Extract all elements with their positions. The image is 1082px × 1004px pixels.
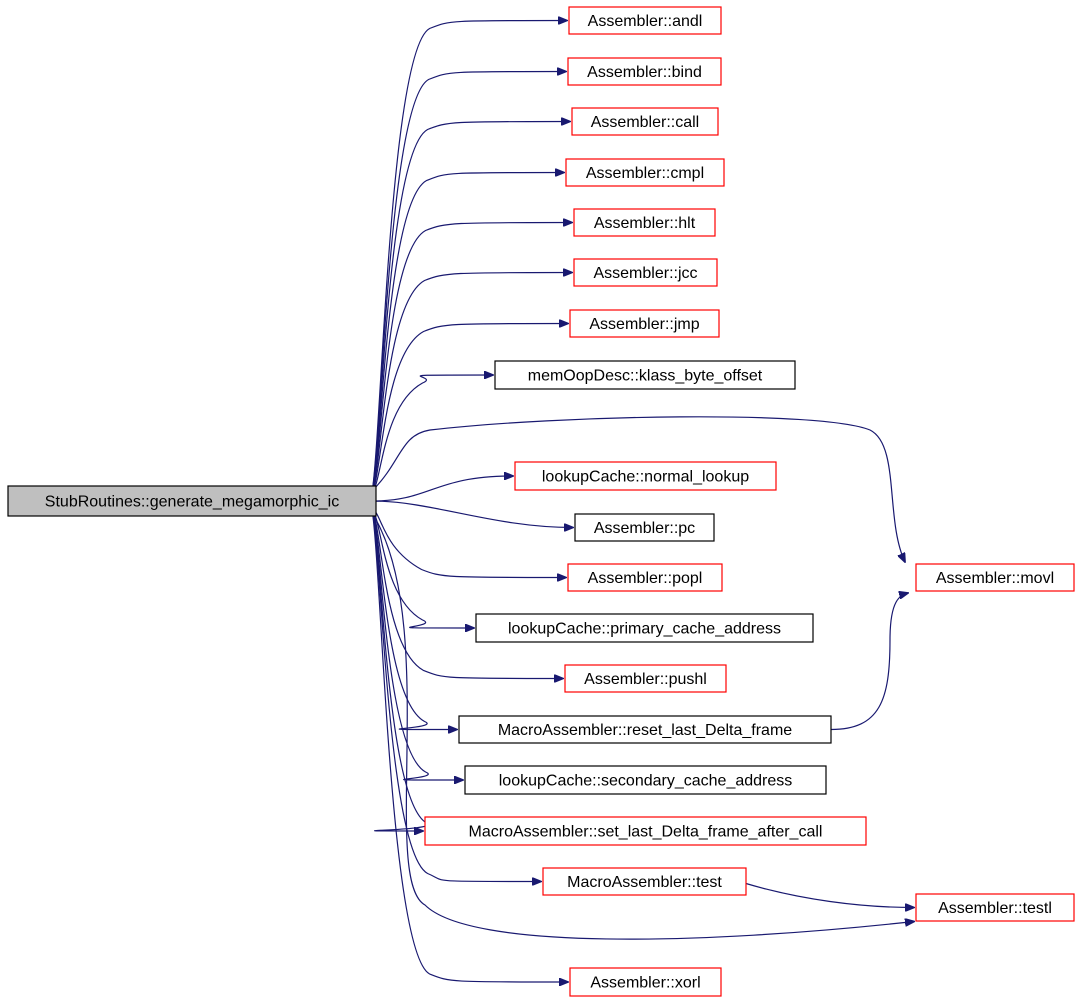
node-box bbox=[464, 765, 827, 795]
node-klass-byte-offset[interactable]: memOopDesc::klass_byte_offset bbox=[494, 360, 796, 390]
node-box bbox=[564, 664, 727, 693]
node-box bbox=[569, 309, 720, 338]
node-label: Assembler::hlt bbox=[594, 215, 696, 232]
node-label: Assembler::pushl bbox=[584, 671, 707, 688]
node-label: Assembler::pc bbox=[594, 520, 695, 537]
node-reset-last-delta-frame[interactable]: MacroAssembler::reset_last_Delta_frame bbox=[458, 715, 832, 744]
node-box bbox=[542, 867, 747, 896]
node-box bbox=[565, 158, 725, 187]
node-box bbox=[569, 967, 722, 997]
node-bind[interactable]: Assembler::bind bbox=[567, 57, 722, 86]
node-box bbox=[571, 107, 719, 136]
node-pushl[interactable]: Assembler::pushl bbox=[564, 664, 727, 693]
node-label: Assembler::bind bbox=[587, 64, 702, 81]
edge-root-to-jcc bbox=[371, 273, 572, 494]
node-popl[interactable]: Assembler::popl bbox=[567, 563, 723, 592]
node-label: StubRoutines::generate_megamorphic_ic bbox=[45, 494, 339, 511]
node-label: lookupCache::normal_lookup bbox=[542, 469, 749, 486]
node-label: Assembler::andl bbox=[588, 13, 703, 30]
edge-reset-last-delta-frame-to-movl bbox=[830, 593, 908, 731]
edge-root-to-set-last-delta-frame-after-call bbox=[371, 508, 430, 831]
node-label: Assembler::cmpl bbox=[586, 165, 704, 182]
node-box bbox=[567, 57, 722, 86]
node-label: MacroAssembler::reset_last_Delta_frame bbox=[498, 722, 792, 739]
node-label: Assembler::xorl bbox=[590, 975, 700, 992]
node-label: Assembler::popl bbox=[588, 570, 703, 587]
node-label: MacroAssembler::set_last_Delta_frame_aft… bbox=[469, 824, 823, 841]
node-layer: StubRoutines::generate_megamorphic_icAss… bbox=[7, 6, 1075, 997]
edge-test-to-testl bbox=[745, 882, 914, 908]
node-pc[interactable]: Assembler::pc bbox=[574, 513, 715, 542]
node-label: Assembler::jcc bbox=[593, 265, 697, 282]
node-xorl[interactable]: Assembler::xorl bbox=[569, 967, 722, 997]
edge-root-to-normal-lookup bbox=[371, 476, 513, 502]
node-testl[interactable]: Assembler::testl bbox=[915, 893, 1075, 922]
node-movl[interactable]: Assembler::movl bbox=[915, 563, 1075, 592]
node-box bbox=[915, 893, 1075, 922]
edge-layer bbox=[371, 21, 914, 983]
edge-root-to-call bbox=[371, 122, 570, 494]
node-box bbox=[7, 485, 377, 517]
node-label: MacroAssembler::test bbox=[567, 874, 722, 891]
node-call[interactable]: Assembler::call bbox=[571, 107, 719, 136]
edge-root-to-bind bbox=[371, 72, 566, 494]
edge-root-to-cmpl bbox=[371, 173, 564, 494]
node-box bbox=[574, 513, 715, 542]
node-box bbox=[494, 360, 796, 390]
node-andl[interactable]: Assembler::andl bbox=[568, 6, 722, 35]
node-box bbox=[568, 6, 722, 35]
node-label: Assembler::call bbox=[591, 114, 699, 131]
node-label: Assembler::jmp bbox=[589, 316, 699, 333]
node-set-last-delta-frame-after-call[interactable]: MacroAssembler::set_last_Delta_frame_aft… bbox=[424, 816, 867, 846]
node-box bbox=[424, 816, 867, 846]
node-cmpl[interactable]: Assembler::cmpl bbox=[565, 158, 725, 187]
edge-root-to-primary-cache-address bbox=[371, 508, 474, 628]
node-box bbox=[573, 258, 718, 287]
edge-root-to-klass-byte-offset bbox=[371, 375, 493, 494]
node-label: Assembler::testl bbox=[938, 900, 1052, 917]
edge-root-to-movl bbox=[371, 416, 905, 562]
node-box bbox=[458, 715, 832, 744]
edge-root-to-testl bbox=[371, 512, 914, 940]
node-box bbox=[514, 461, 777, 491]
node-label: Assembler::movl bbox=[936, 570, 1054, 587]
node-primary-cache-address[interactable]: lookupCache::primary_cache_address bbox=[475, 613, 814, 643]
node-box bbox=[475, 613, 814, 643]
node-label: memOopDesc::klass_byte_offset bbox=[528, 368, 763, 385]
edge-root-to-popl bbox=[371, 508, 566, 578]
edge-root-to-jmp bbox=[371, 324, 568, 494]
edge-root-to-andl bbox=[371, 21, 567, 494]
node-label: lookupCache::primary_cache_address bbox=[508, 621, 781, 638]
node-hlt[interactable]: Assembler::hlt bbox=[573, 208, 716, 237]
node-normal-lookup[interactable]: lookupCache::normal_lookup bbox=[514, 461, 777, 491]
node-jmp[interactable]: Assembler::jmp bbox=[569, 309, 720, 338]
edge-root-to-pushl bbox=[371, 508, 563, 679]
node-jcc[interactable]: Assembler::jcc bbox=[573, 258, 718, 287]
node-box bbox=[915, 563, 1075, 592]
edge-root-to-reset-last-delta-frame bbox=[371, 508, 457, 730]
node-root: StubRoutines::generate_megamorphic_ic bbox=[7, 485, 377, 517]
node-box bbox=[567, 563, 723, 592]
edge-root-to-test bbox=[371, 508, 541, 882]
node-box bbox=[573, 208, 716, 237]
node-secondary-cache-address[interactable]: lookupCache::secondary_cache_address bbox=[464, 765, 827, 795]
edge-root-to-xorl bbox=[371, 508, 568, 982]
node-test[interactable]: MacroAssembler::test bbox=[542, 867, 747, 896]
edge-root-to-pc bbox=[371, 500, 573, 528]
node-label: lookupCache::secondary_cache_address bbox=[499, 773, 793, 790]
edge-root-to-hlt bbox=[371, 223, 572, 494]
